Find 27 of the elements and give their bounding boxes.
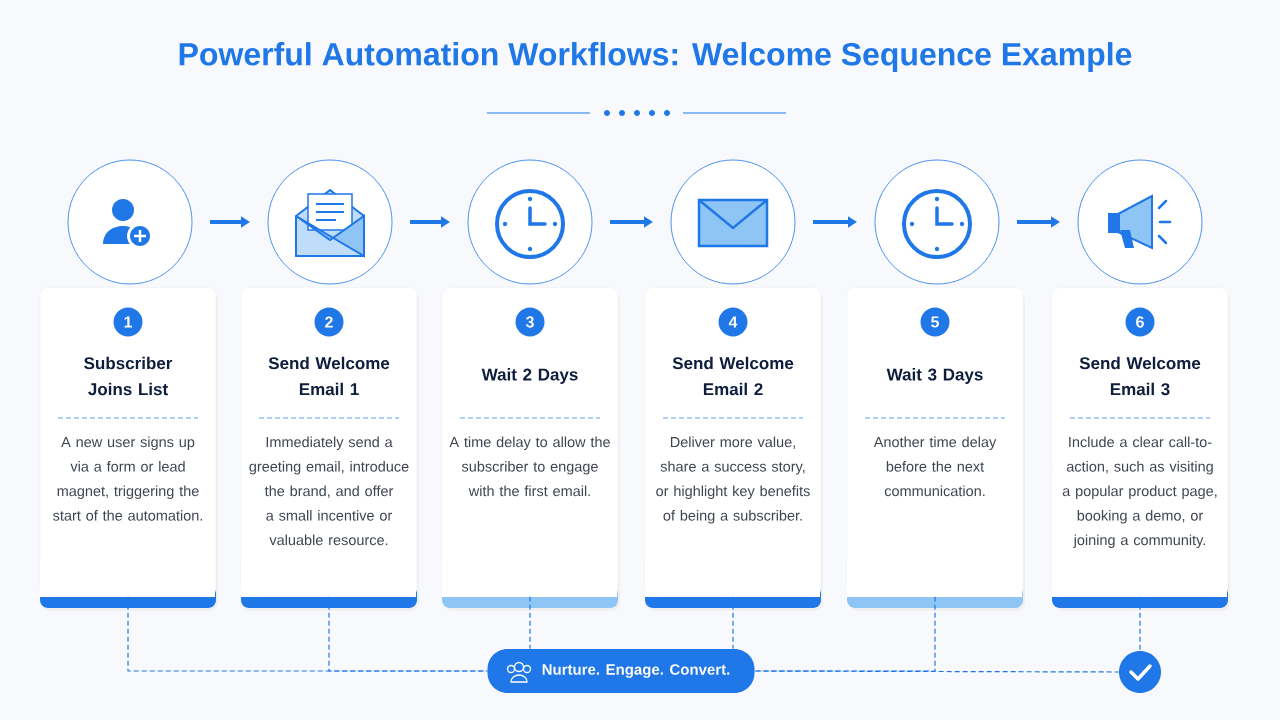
connector-line: [127, 596, 488, 672]
step-description: A time delay to allow the subscriber to engage with the first email.: [449, 436, 610, 497]
step-description: Immediately send a greeting email, introduce the brand, and offer a small incentive or valuable resource.: [249, 436, 409, 546]
number-badge: 2: [314, 307, 344, 337]
connector-line: [732, 596, 734, 650]
connector-line: [529, 596, 531, 650]
step-heading: Send Welcome Email 1: [268, 356, 390, 396]
step-heading: Wait 3 Days: [886, 368, 983, 384]
tagline-pill: Nurture. Engage. Convert.: [487, 649, 755, 693]
connector-line: [328, 596, 488, 672]
number-badge: 4: [718, 307, 748, 337]
step-description: A new user signs up via a form or lead magnet, triggering the start of the automation.: [53, 436, 203, 521]
number-badge: 6: [1125, 307, 1155, 337]
number-badge: 1: [113, 307, 143, 337]
connector-line: [754, 670, 1120, 673]
title: Powerful Automation Workflows: Welcome Sequence Example: [179, 42, 1132, 72]
check-badge: [1119, 651, 1161, 693]
step-description: Include a clear call-to-action, such as visiting a popular product page, booking a demo, or joining a community.: [1062, 436, 1217, 549]
step-heading: Wait 2 Days: [481, 368, 578, 384]
connector-line: [1139, 596, 1141, 652]
step-description: Deliver more value, share a success story, or highlight key benefits of being a subscriber.: [656, 436, 810, 524]
step-heading: Send Welcome Email 2: [672, 356, 794, 396]
step-description: Another time delay before the next communication.: [873, 436, 997, 497]
number-badge: 5: [920, 307, 950, 337]
step-heading: Send Welcome Email 3: [1079, 356, 1201, 396]
number-badge: 3: [515, 307, 545, 337]
step-heading: Subscriber Joins List: [84, 356, 173, 396]
